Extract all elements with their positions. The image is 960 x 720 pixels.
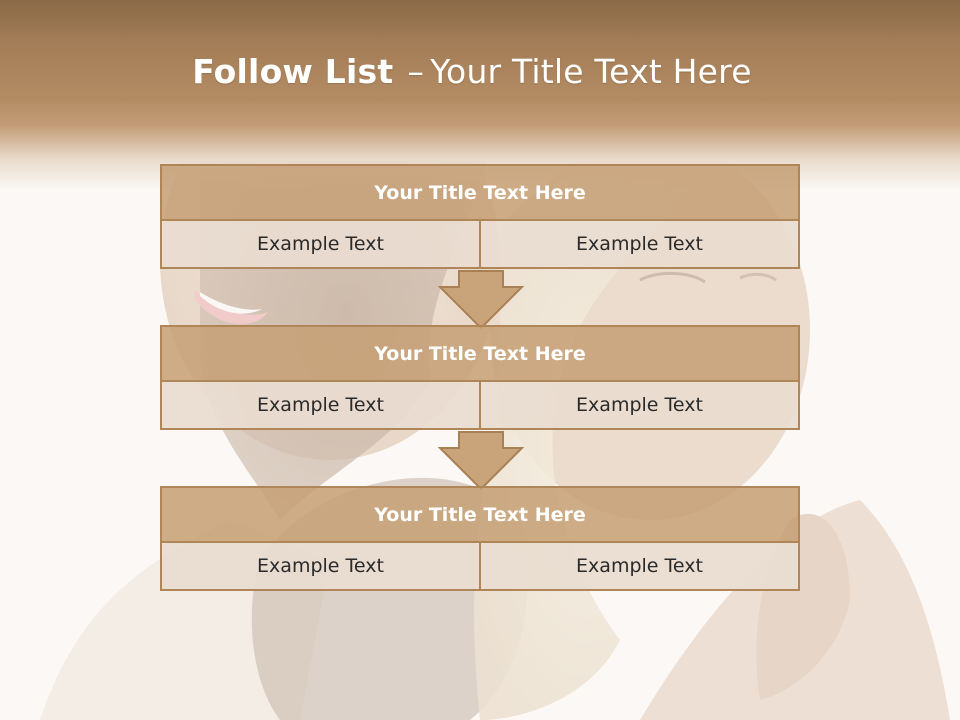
slide-title-dash: – — [407, 52, 425, 91]
down-arrow-icon — [438, 270, 524, 330]
slide-title: Follow List–Your Title Text Here — [0, 52, 944, 91]
list-block-2: Your Title Text Here Example Text Exampl… — [160, 325, 800, 430]
block-cell-right: Example Text — [479, 541, 800, 591]
block-cell-left: Example Text — [160, 219, 481, 269]
block-title: Your Title Text Here — [160, 486, 800, 543]
block-cell-left: Example Text — [160, 541, 481, 591]
slide-title-rest: Your Title Text Here — [430, 52, 752, 91]
block-row: Example Text Example Text — [160, 219, 800, 269]
list-block-1: Your Title Text Here Example Text Exampl… — [160, 164, 800, 269]
block-title: Your Title Text Here — [160, 325, 800, 382]
block-cell-right: Example Text — [479, 219, 800, 269]
block-cell-right: Example Text — [479, 380, 800, 430]
list-block-3: Your Title Text Here Example Text Exampl… — [160, 486, 800, 591]
header-band — [0, 0, 960, 190]
slide-title-bold: Follow List — [192, 52, 394, 91]
block-row: Example Text Example Text — [160, 380, 800, 430]
block-title: Your Title Text Here — [160, 164, 800, 221]
block-row: Example Text Example Text — [160, 541, 800, 591]
down-arrow-icon — [438, 431, 524, 491]
block-cell-left: Example Text — [160, 380, 481, 430]
